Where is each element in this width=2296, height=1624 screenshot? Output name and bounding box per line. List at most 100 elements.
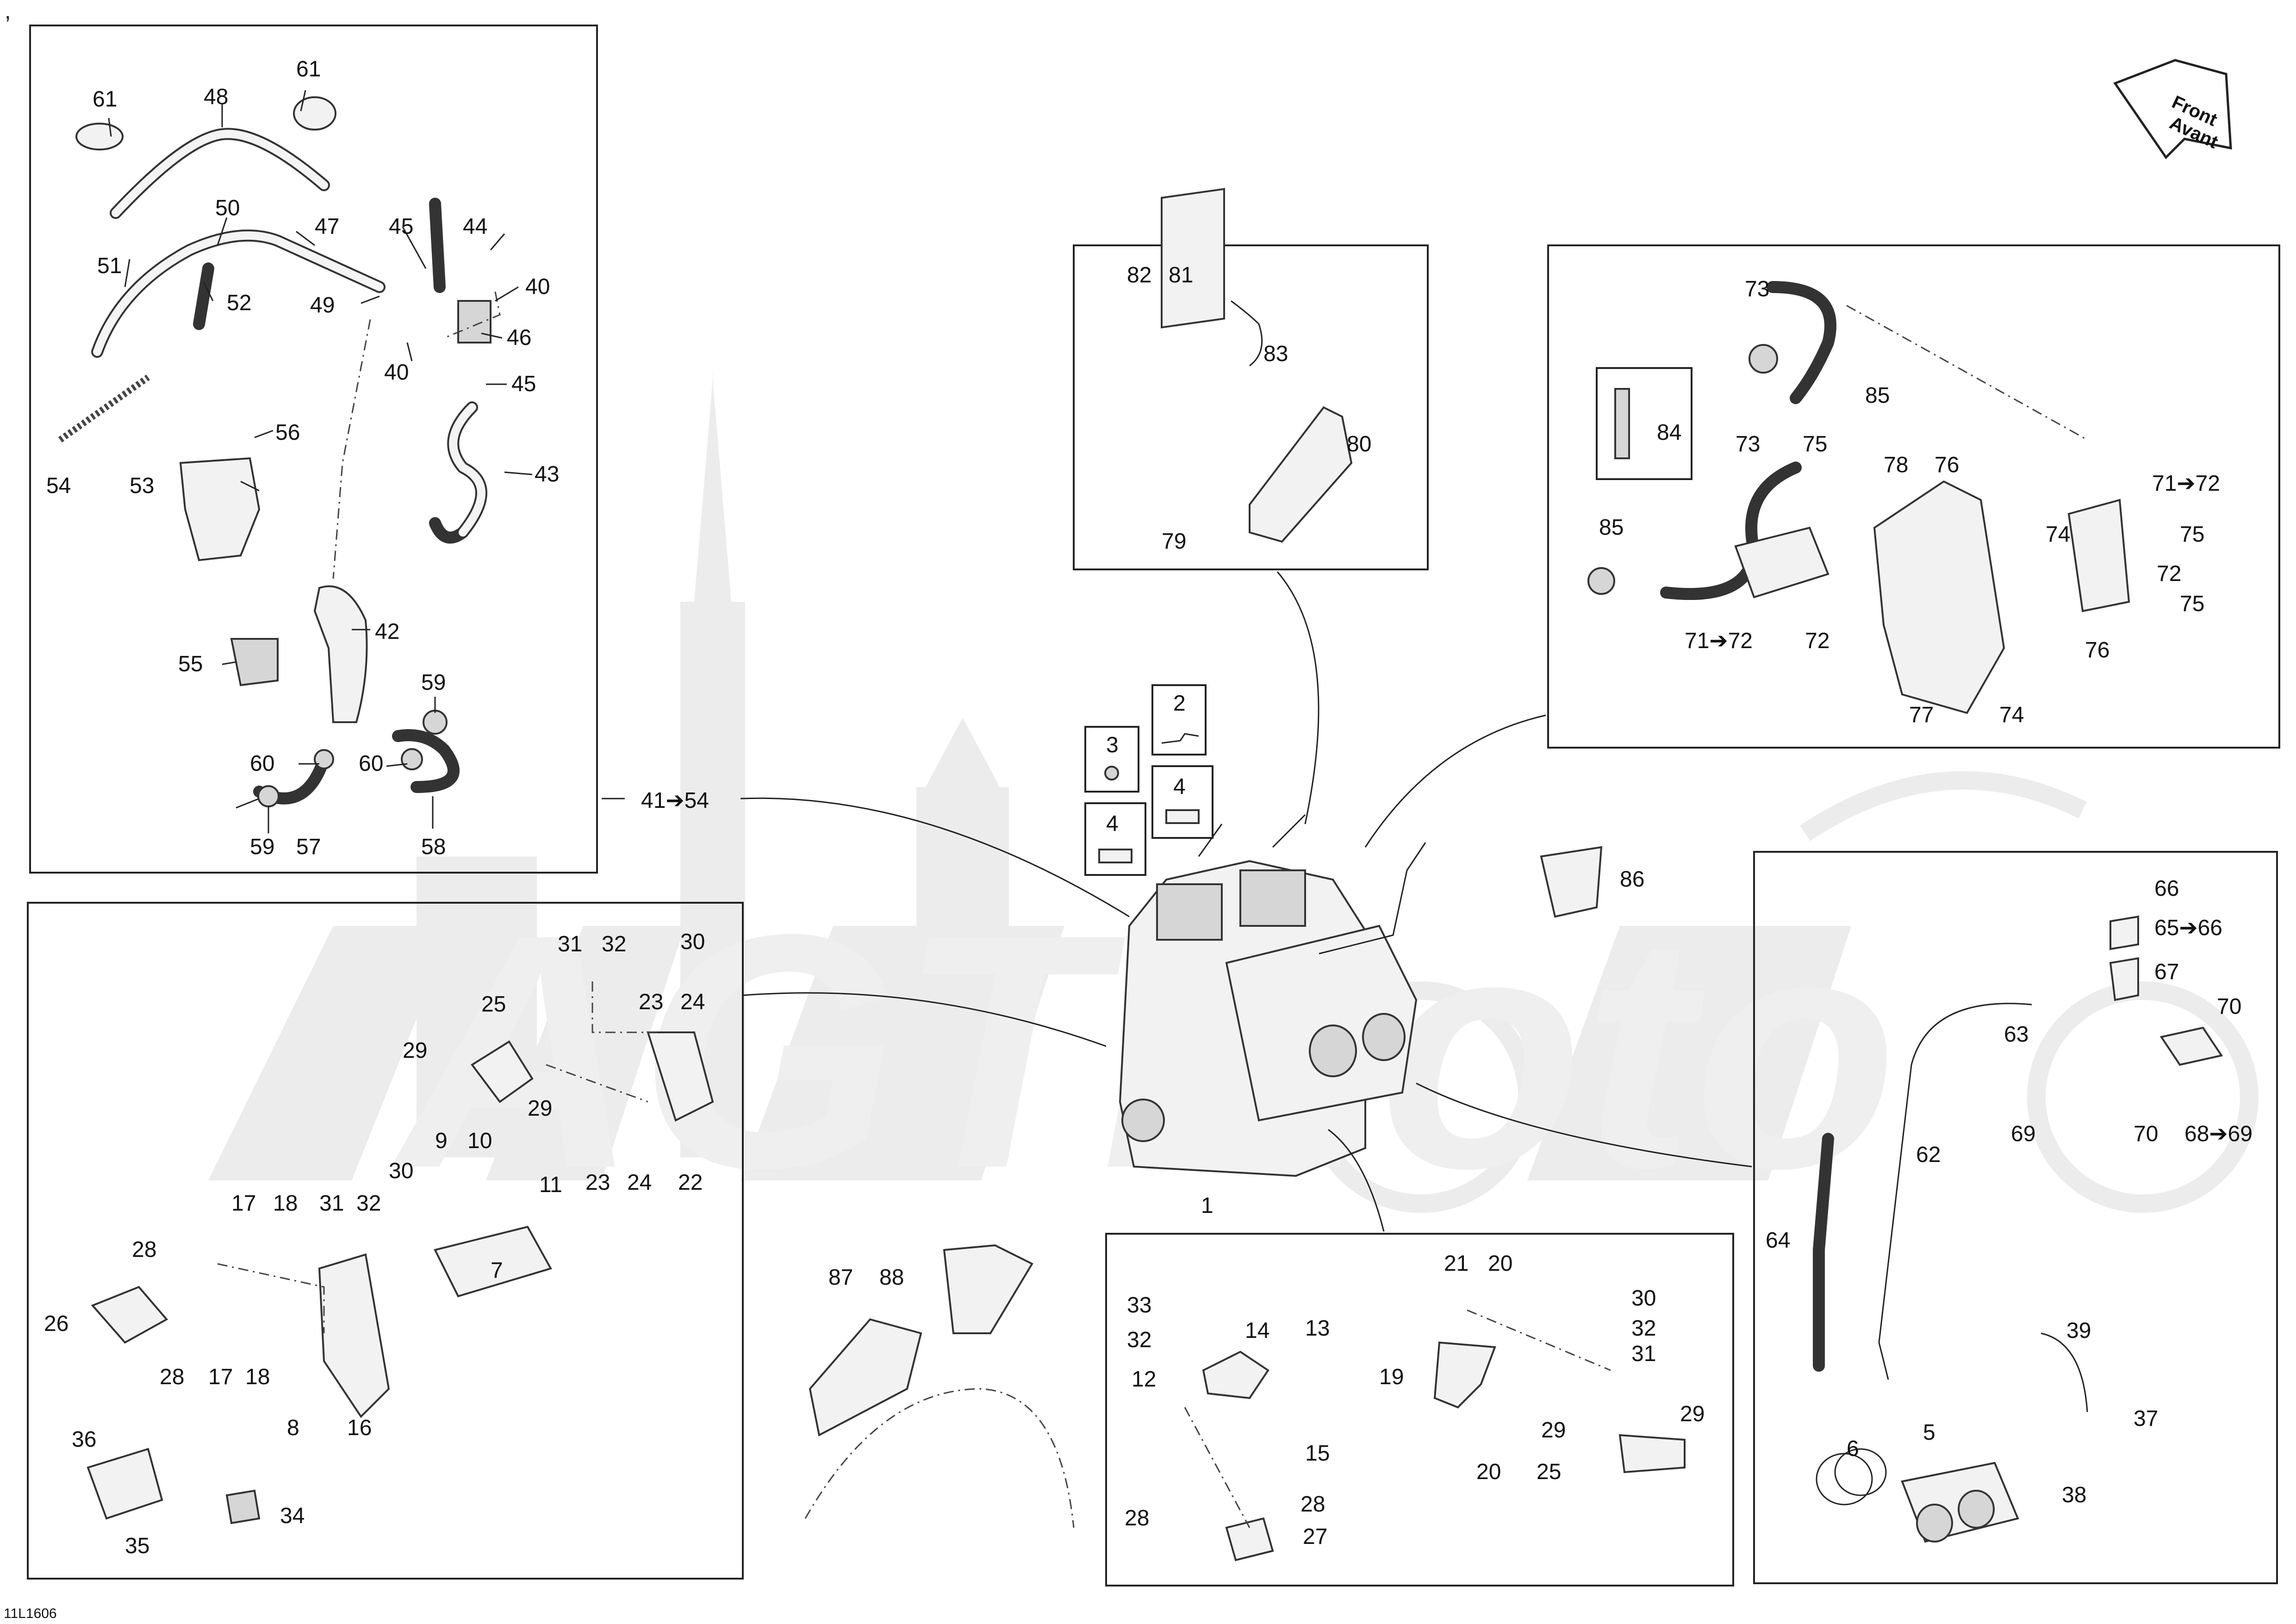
hoses-drawing (58, 96, 501, 807)
callout-73a: 73 (1745, 277, 1769, 301)
callout-85a: 85 (1865, 383, 1890, 408)
spark-plug-inset (1596, 367, 1692, 480)
callout-57: 57 (296, 835, 321, 859)
callout-59b: 59 (250, 835, 274, 859)
callout-63: 63 (2004, 1022, 2028, 1047)
callout-6: 6 (1847, 1437, 1859, 1461)
throttle-drawing (1813, 915, 2223, 1543)
callout-75b: 75 (2180, 522, 2204, 547)
connection-arrows (602, 571, 1752, 1232)
callout-48: 48 (204, 85, 228, 109)
callout-8: 8 (287, 1416, 299, 1440)
callout-25b: 25 (1537, 1460, 1561, 1484)
callout-52: 52 (227, 291, 251, 315)
callout-44: 44 (463, 214, 487, 239)
callout-24b: 24 (627, 1170, 652, 1195)
callout-76b: 76 (2085, 638, 2109, 662)
callout-13: 13 (1305, 1316, 1330, 1341)
callout-17b: 17 (208, 1365, 233, 1389)
callout-33: 33 (1127, 1293, 1151, 1318)
callout-65-66: 65➔66 (2154, 916, 2222, 940)
callout-18a: 18 (273, 1191, 298, 1216)
callout-28b: 28 (160, 1365, 184, 1389)
callout-42: 42 (375, 619, 399, 644)
callout-61a: 61 (93, 87, 117, 112)
callout-76a: 76 (1935, 453, 1959, 477)
callout-10: 10 (467, 1129, 492, 1153)
callout-41-54: 41➔54 (641, 788, 709, 813)
callout-78: 78 (1884, 453, 1908, 477)
engine-mounts-drawing (1184, 1309, 1686, 1562)
callout-30a: 30 (680, 930, 705, 954)
callout-labels: 61 48 61 50 47 51 52 45 44 49 40 46 40 4… (44, 57, 2252, 1558)
callout-37: 37 (2134, 1406, 2158, 1431)
callout-3: 3 (1106, 733, 1119, 757)
callout-75a: 75 (1803, 432, 1827, 456)
callout-61b: 61 (296, 57, 321, 81)
engine-mounts-box (1105, 1233, 1734, 1587)
callout-29d: 29 (1680, 1402, 1705, 1426)
callout-43: 43 (535, 462, 559, 487)
callout-70b: 70 (2134, 1122, 2158, 1146)
item-2-box (1151, 684, 1207, 756)
callout-22: 22 (678, 1170, 703, 1195)
item-4a-box (1151, 765, 1213, 839)
callout-47: 47 (315, 214, 339, 239)
callout-30b: 30 (389, 1159, 413, 1183)
callout-46: 46 (507, 325, 531, 350)
callout-32d: 32 (1127, 1328, 1151, 1352)
callout-60b: 60 (359, 751, 383, 776)
callout-51: 51 (97, 254, 122, 278)
callout-39: 39 (2066, 1318, 2091, 1343)
callout-38: 38 (2062, 1483, 2086, 1507)
ignition-box (1547, 244, 2280, 749)
callout-69: 69 (2011, 1122, 2035, 1146)
callout-31c: 31 (1631, 1342, 1656, 1366)
callout-49: 49 (310, 293, 335, 318)
callout-67: 67 (2154, 960, 2179, 984)
callout-82: 82 (1127, 263, 1151, 287)
callout-53: 53 (130, 474, 154, 498)
callout-36: 36 (72, 1427, 96, 1452)
callout-14: 14 (1245, 1318, 1269, 1343)
hoses-box (29, 25, 598, 874)
leader-lines (108, 90, 533, 833)
callout-86: 86 (1620, 867, 1644, 892)
callout-34: 34 (280, 1504, 305, 1528)
callout-58: 58 (421, 835, 446, 859)
callout-18b: 18 (245, 1365, 270, 1389)
callout-20a: 20 (1488, 1251, 1512, 1276)
callout-17a: 17 (231, 1191, 256, 1216)
callout-40b: 40 (384, 360, 409, 385)
callout-83: 83 (1263, 342, 1288, 366)
callout-60a: 60 (250, 751, 274, 776)
callout-45b: 45 (511, 372, 536, 396)
callout-59a: 59 (421, 670, 446, 695)
small-items-drawing (1098, 733, 1200, 863)
callout-32c: 32 (1631, 1316, 1656, 1341)
callout-23a: 23 (639, 990, 663, 1014)
callout-31a: 31 (558, 932, 582, 956)
callout-74a: 74 (2046, 522, 2070, 547)
callout-28a: 28 (132, 1237, 156, 1262)
callout-40a: 40 (525, 275, 550, 299)
callout-80: 80 (1347, 432, 1371, 456)
starter-mounts-drawing (87, 981, 714, 1524)
callout-77: 77 (1909, 703, 1934, 727)
ignition-drawing (1587, 281, 2130, 714)
ecu-box (1073, 244, 1429, 570)
callout-26: 26 (44, 1312, 68, 1336)
callout-9: 9 (435, 1129, 448, 1153)
callout-5: 5 (1923, 1420, 1935, 1445)
ecu-drawing (1161, 187, 1353, 543)
callout-88: 88 (879, 1265, 904, 1290)
callout-62: 62 (1916, 1143, 1941, 1167)
callout-72a: 72 (2157, 562, 2181, 586)
callout-20b: 20 (1476, 1460, 1501, 1484)
callout-81: 81 (1169, 263, 1193, 287)
callout-23b: 23 (585, 1170, 610, 1195)
callout-35: 35 (125, 1534, 149, 1558)
callout-16: 16 (347, 1416, 372, 1440)
item-4b-box (1084, 802, 1146, 876)
